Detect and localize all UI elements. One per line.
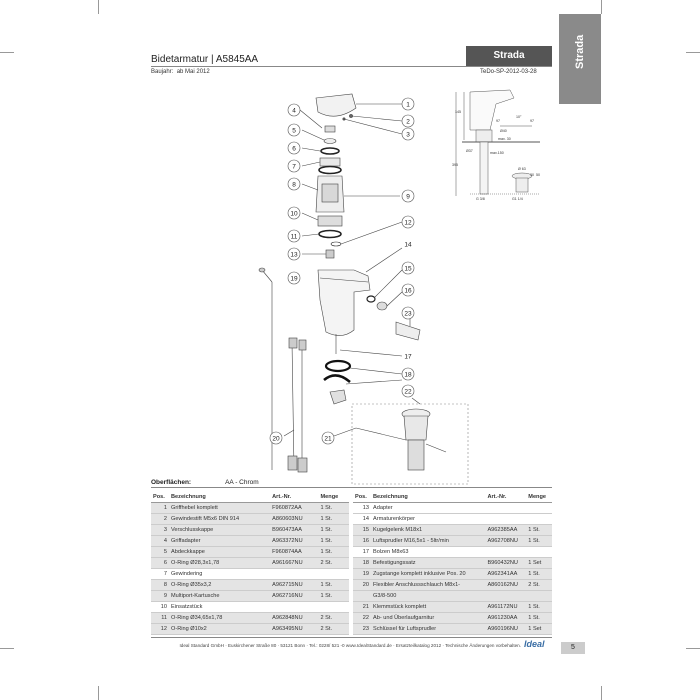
surface-code: AA - Chrom — [225, 479, 259, 486]
callout-20: 20 — [272, 436, 280, 443]
callout-16: 16 — [404, 288, 412, 295]
dim-145: 145 — [455, 110, 461, 114]
col-pos: Pos. — [151, 491, 169, 503]
callout-11: 11 — [291, 234, 298, 241]
surface-info: Oberflächen: AA - Chrom — [151, 479, 259, 486]
callout-18: 18 — [404, 372, 412, 379]
callout-14: 14 — [404, 242, 412, 249]
col-pos: Pos. — [353, 491, 371, 503]
ideal-logo: Ideal — [524, 639, 545, 649]
callout-6: 6 — [292, 146, 296, 153]
dim-g114: G1 1/4 — [512, 197, 523, 201]
callout-5: 5 — [292, 128, 296, 135]
page-title: Bidetarmatur | A5845AA — [151, 54, 259, 65]
callout-22: 22 — [404, 389, 412, 396]
col-art: Art.-Nr. — [270, 491, 319, 503]
dim-50: 50 — [536, 173, 540, 177]
callout-9: 9 — [406, 194, 410, 201]
footer-rule — [151, 637, 552, 638]
callout-4: 4 — [292, 108, 296, 115]
dim-30: 30 — [530, 173, 534, 177]
callout-19: 19 — [290, 276, 298, 283]
dim-d40: Ø40 — [500, 129, 507, 133]
callout-7: 7 — [292, 164, 296, 171]
doc-code: TeDo-SP-2012-03-28 — [480, 69, 537, 75]
brand-badge: Strada — [466, 46, 552, 66]
callout-13: 13 — [290, 252, 298, 259]
table-row: G3/8-500 — [353, 590, 552, 602]
surface-rule — [151, 487, 552, 488]
crop-mark — [0, 648, 14, 649]
callout-2: 2 — [406, 119, 410, 126]
callout-8: 8 — [292, 182, 296, 189]
crop-mark — [98, 0, 99, 14]
dim-max150: max.150 — [490, 151, 504, 155]
callout-1: 1 — [406, 102, 410, 109]
crop-mark — [601, 0, 602, 14]
crop-mark — [0, 52, 14, 53]
surface-label: Oberflächen: — [151, 479, 192, 486]
callout-17: 17 — [404, 354, 412, 361]
col-desc: Bezeichnung — [169, 491, 271, 503]
callout-10: 10 — [290, 211, 298, 218]
side-tab: Strada — [559, 14, 601, 104]
crop-mark — [601, 686, 602, 700]
dim-max30: max. 30 — [498, 137, 511, 141]
callout-21: 21 — [324, 436, 332, 443]
col-desc: Bezeichnung — [371, 491, 486, 503]
col-qty: Menge — [318, 491, 349, 503]
dim-395: 395 — [452, 163, 458, 167]
footer-text: Ideal Standard GmbH · Euskirchener Straß… — [179, 643, 521, 648]
built-info: Baujahr: ab Mai 2012 — [151, 69, 210, 75]
crop-mark — [686, 648, 700, 649]
page-number: 5 — [561, 642, 585, 654]
dim-d37: Ø37 — [466, 149, 473, 153]
col-qty: Menge — [526, 491, 552, 503]
callout-15: 15 — [404, 266, 412, 273]
header-rule — [151, 66, 552, 67]
dim-g38: G 3/8 — [476, 197, 485, 201]
dim-10deg: 10° — [516, 115, 522, 119]
col-art: Art.-Nr. — [485, 491, 527, 503]
callout-12: 12 — [404, 220, 412, 227]
callout-23: 23 — [404, 311, 412, 318]
crop-mark — [686, 52, 700, 53]
callout-3: 3 — [406, 132, 410, 139]
crop-mark — [98, 686, 99, 700]
dim-d63: Ø 63 — [518, 167, 526, 171]
dim-97b: 97 — [530, 119, 534, 123]
dim-97a: 97 — [496, 119, 500, 123]
